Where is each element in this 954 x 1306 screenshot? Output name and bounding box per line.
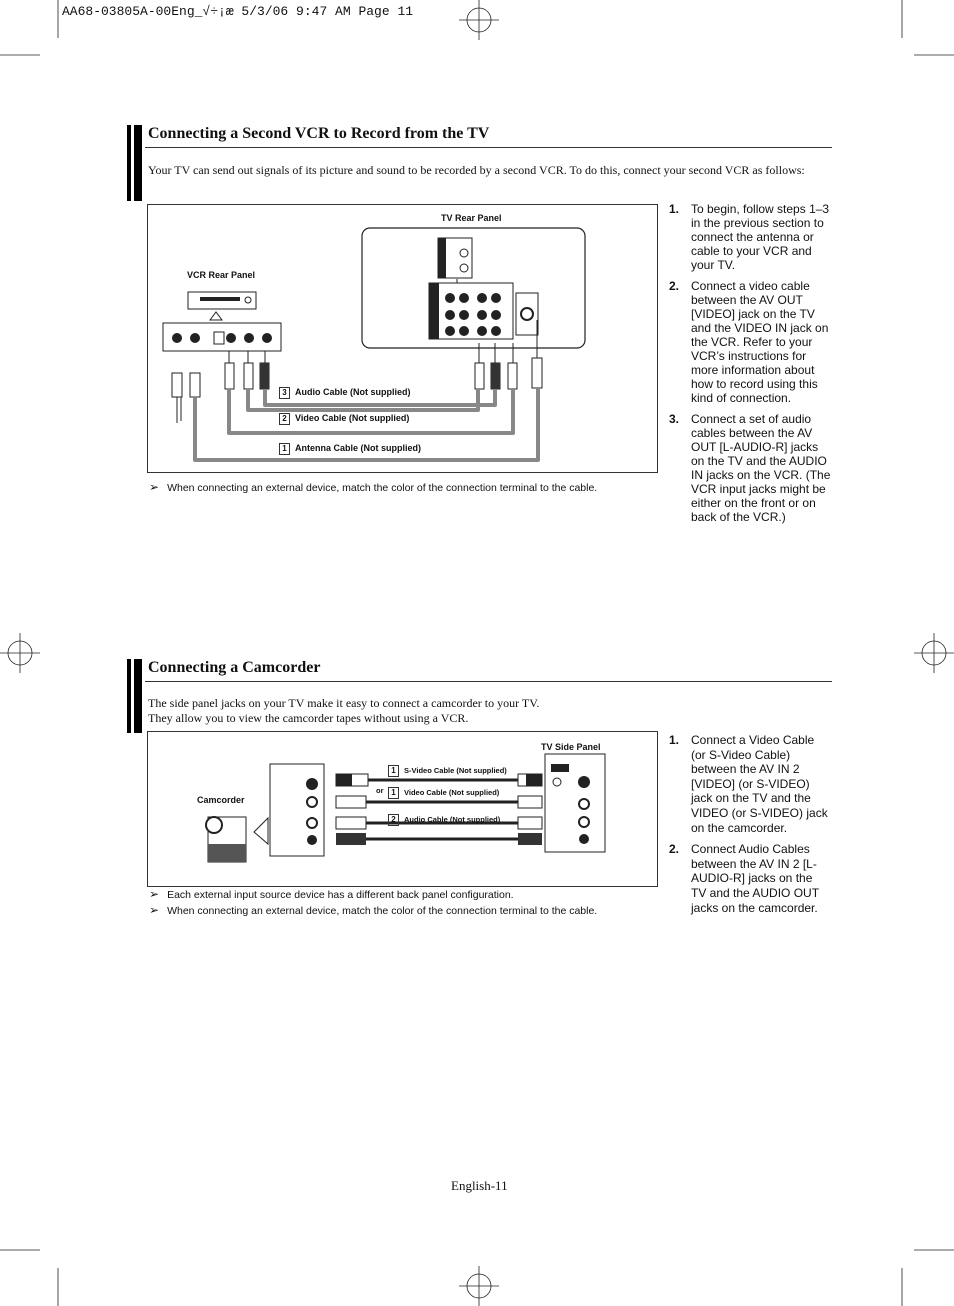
section-intro-line: The side panel jacks on your TV make it … [148,696,540,710]
section-bar [127,659,142,733]
print-header: AA68-03805A-00Eng_√÷¡æ 5/3/06 9:47 AM Pa… [62,4,414,19]
note: ➢When connecting an external device, mat… [149,903,598,917]
note-arrow-icon: ➢ [149,903,160,917]
note: ➢When connecting an external device, mat… [149,480,598,494]
steps-list: 1.Connect a Video Cable (or S-Video Cabl… [669,733,829,922]
cable-number: 3 [279,387,290,399]
step-item: 1.To begin, follow steps 1–3 in the prev… [669,202,830,272]
diagram-drawing [162,227,586,462]
cable-number: 1 [388,787,399,799]
steps-list: 1.To begin, follow steps 1–3 in the prev… [669,202,831,531]
note-arrow-icon: ➢ [149,887,160,901]
note-arrow-icon: ➢ [149,480,160,494]
step-item: 2.Connect Audio Cables between the AV IN… [669,842,819,915]
section-title: Connecting a Camcorder [148,659,321,676]
cable-number: 1 [279,443,290,455]
step-item: 2.Connect a video cable between the AV O… [669,279,829,405]
cable-number: 2 [388,814,399,826]
section-intro-line: They allow you to view the camcorder tap… [148,711,469,725]
or-label: or [376,786,384,795]
title-rule [145,681,832,682]
page-number: English-11 [451,1178,508,1193]
cable-number: 2 [279,413,290,425]
section-title: Connecting a Second VCR to Record from t… [148,125,490,142]
section-bar [127,125,142,201]
section-intro: Your TV can send out signals of its pict… [148,163,805,177]
note: ➢Each external input source device has a… [149,887,514,901]
camcorder-label: Camcorder [197,795,245,805]
diagram-drawing [205,753,606,863]
cable-number: 1 [388,765,399,777]
step-item: 3.Connect a set of audio cables between … [669,412,831,524]
title-rule [145,147,832,148]
step-item: 1.Connect a Video Cable (or S-Video Cabl… [669,733,828,835]
tv-side-panel-label: TV Side Panel [541,742,601,752]
vcr-rear-panel-label: VCR Rear Panel [187,270,256,280]
tv-rear-panel-label: TV Rear Panel [441,213,502,223]
